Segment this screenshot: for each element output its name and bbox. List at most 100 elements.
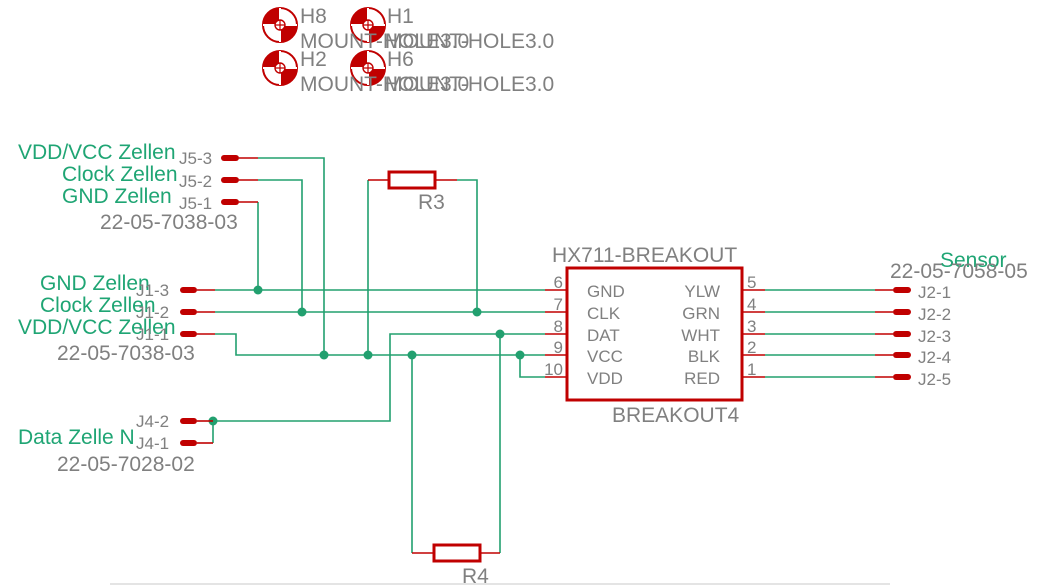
pin-label-j5-3: J5-3 — [179, 149, 212, 168]
hole-quadrant — [368, 25, 385, 42]
resistor-body — [387, 170, 437, 190]
junction-dot — [363, 350, 373, 360]
net-label-clock: Clock Zellen — [40, 294, 156, 317]
module-pin-number: 6 — [554, 273, 563, 292]
junction-dot — [495, 329, 505, 339]
module-pin-name-grn: GRN — [682, 304, 720, 323]
junction-dot — [472, 307, 482, 317]
connector-j4[interactable]: Data Zelle N J4-2 J4-1 22-05-7028-02 — [18, 412, 213, 476]
wire-clk-j5 — [258, 179, 303, 312]
wire-vcc-j5 — [258, 157, 325, 355]
mount-hole-h8-name: H8 — [300, 5, 327, 28]
part-value-j1: 22-05-7038-03 — [57, 342, 195, 365]
hole-quadrant — [280, 25, 297, 42]
net-label-vdd-vcc: VDD/VCC Zellen — [18, 316, 176, 339]
mount-hole-h6-value: MOUNT-HOLE3.0 — [385, 73, 554, 96]
module-pin-number: 8 — [554, 317, 563, 336]
module-pin-number: 5 — [747, 273, 756, 292]
mount-hole-h1-value: MOUNT-HOLE3.0 — [385, 30, 554, 53]
hole-quadrant — [351, 8, 368, 25]
part-value-j4: 22-05-7028-02 — [57, 453, 195, 476]
junction-dot — [407, 350, 417, 360]
net-wires — [212, 157, 875, 553]
module-name: BREAKOUT4 — [612, 404, 740, 427]
net-label-sensor: Sensor — [940, 249, 1007, 272]
wire-vcc-bus — [215, 333, 545, 356]
pin-label-j1-1: J1-1 — [136, 325, 169, 344]
mount-hole-h8-value: MOUNT-HOLE3.0 — [300, 30, 469, 53]
connector-j5[interactable]: J5-3 J5-2 J5-1 VDD/VCC Zellen Clock Zell… — [18, 141, 258, 234]
mount-hole-h2-name: H2 — [300, 48, 327, 71]
mount-hole-h1-symbol[interactable] — [350, 7, 386, 43]
pin-label-j2-2: J2-2 — [918, 305, 951, 324]
module-pin-name-vdd: VDD — [587, 369, 623, 388]
module-pin-name-blk: BLK — [688, 347, 721, 366]
mount-hole-h1-name: H1 — [387, 5, 414, 28]
pin-label-j2-5: J2-5 — [918, 370, 951, 389]
module-pin-number: 2 — [747, 338, 756, 357]
module-pin-number: 7 — [554, 295, 563, 314]
mount-hole-h6-symbol[interactable] — [350, 50, 386, 86]
connector-j1[interactable]: GND Zellen Clock Zellen VDD/VCC Zellen J… — [18, 272, 215, 365]
resistor-body — [432, 543, 482, 563]
module-pin-name-ylw: YLW — [684, 282, 720, 301]
module-pin-number: 4 — [747, 295, 756, 314]
module-value: HX711-BREAKOUT — [552, 244, 737, 267]
hole-quadrant — [263, 8, 280, 25]
pin-label-j1-3: J1-3 — [136, 281, 169, 300]
resistor-r3[interactable]: R3 — [368, 170, 457, 214]
module-pin-name-red: RED — [684, 369, 720, 388]
hole-center-cross — [363, 20, 373, 30]
hole-quadrant — [263, 51, 280, 68]
mount-hole-h2-symbol[interactable] — [262, 50, 298, 86]
junction-dot — [297, 307, 307, 317]
module-pin-name-gnd: GND — [587, 282, 625, 301]
pin-label-j5-2: J5-2 — [179, 172, 212, 191]
junction-dot — [515, 350, 525, 360]
mount-hole-h8-symbol[interactable] — [262, 7, 298, 43]
resistor-r3-name: R3 — [418, 191, 445, 214]
pin-label-j2-4: J2-4 — [918, 348, 951, 367]
junction-dot — [319, 350, 329, 360]
hole-quadrant — [280, 68, 297, 85]
mount-hole-h2-value: MOUNT-HOLE3.0 — [300, 73, 469, 96]
module-pin-number: 9 — [554, 338, 563, 357]
module-pin-number: 10 — [544, 360, 563, 379]
module-pin-number: 3 — [747, 317, 756, 336]
pin-label-j1-2: J1-2 — [136, 303, 169, 322]
part-value-j2: 22-05-7058-05 — [890, 260, 1028, 283]
net-label-clock: Clock Zellen — [62, 163, 178, 186]
net-label-data: Data Zelle N — [18, 426, 135, 449]
module-pin-number: 1 — [747, 360, 756, 379]
module-pin-name-vcc: VCC — [587, 347, 623, 366]
wire-dat-bus — [213, 333, 545, 422]
pin-label-j2-1: J2-1 — [918, 283, 951, 302]
module-pin-name-wht: WHT — [681, 326, 720, 345]
pin-label-j4-2: J4-2 — [136, 412, 169, 431]
junction-dot — [253, 285, 263, 295]
net-label-gnd: GND Zellen — [40, 272, 150, 295]
module-pin-name-clk: CLK — [587, 304, 621, 323]
net-label-gnd: GND Zellen — [62, 185, 172, 208]
mount-holes: H8 MOUNT-HOLE3.0 H1 MOUNT-HOLE3.0 H2 MOU… — [262, 5, 554, 96]
mount-hole-h6-name: H6 — [387, 48, 414, 71]
module-pin-name-dat: DAT — [587, 326, 620, 345]
pin-label-j4-1: J4-1 — [136, 434, 169, 453]
hole-center-cross — [275, 20, 285, 30]
wire-r3-clk — [457, 179, 478, 312]
junctions — [208, 285, 525, 426]
wire-vdd-link — [519, 355, 545, 378]
hx711-breakout-module[interactable]: HX711-BREAKOUT 6 7 8 9 10 GND CLK DAT VC… — [544, 244, 765, 427]
hole-quadrant — [351, 51, 368, 68]
connector-j2[interactable]: Sensor 22-05-7058-05 J2-1 J2-2 J2-3 J2-4… — [875, 249, 1028, 389]
pin-label-j5-1: J5-1 — [179, 194, 212, 213]
hole-center-cross — [363, 63, 373, 73]
part-value-j5: 22-05-7038-03 — [100, 211, 238, 234]
hole-center-cross — [275, 63, 285, 73]
resistor-r4-name: R4 — [462, 565, 489, 586]
net-label-vdd-vcc: VDD/VCC Zellen — [18, 141, 176, 164]
hole-quadrant — [368, 68, 385, 85]
resistor-r4[interactable]: R4 — [412, 543, 500, 586]
pin-label-j2-3: J2-3 — [918, 327, 951, 346]
